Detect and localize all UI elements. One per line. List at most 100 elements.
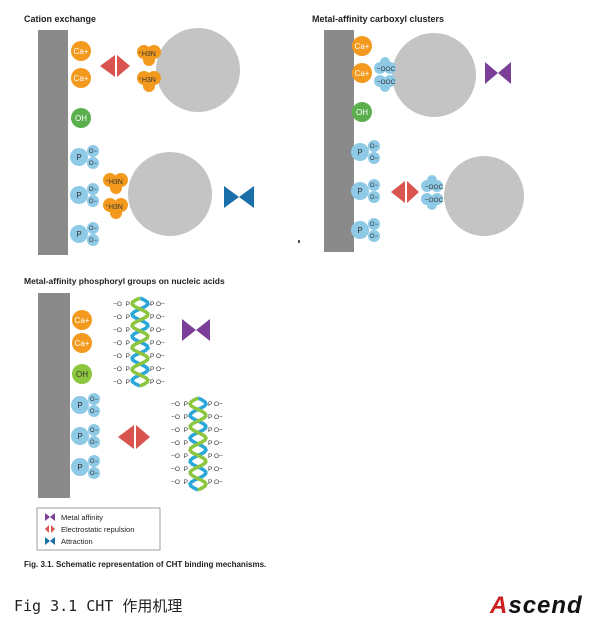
amine-group: ⁺H3N xyxy=(137,45,161,66)
svg-text:O−: O− xyxy=(370,195,379,201)
svg-text:P: P xyxy=(77,463,82,472)
svg-text:OH: OH xyxy=(76,370,88,379)
phosphate-label: −O xyxy=(171,414,180,421)
phosphate-label: P xyxy=(208,427,212,434)
phosphate-label: P xyxy=(184,440,188,447)
svg-text:P: P xyxy=(357,187,362,196)
phosphate-label: −O xyxy=(171,401,180,408)
calcium-site xyxy=(72,310,92,330)
phosphate-label: O− xyxy=(156,314,165,321)
figure-caption: Fig. 3.1. Schematic representation of CH… xyxy=(24,560,266,569)
phosphate-label: P xyxy=(208,401,212,408)
phosphate-label: P xyxy=(150,327,154,334)
hydroxyapatite-surface xyxy=(324,30,354,252)
phosphate-label: P xyxy=(184,479,188,486)
panel-phosphoryl-nucleic: Metal-affinity phosphoryl groups on nucl… xyxy=(24,276,225,498)
svg-text:O−: O− xyxy=(89,226,98,232)
phosphate-label: O− xyxy=(214,401,223,408)
hydroxyapatite-surface xyxy=(38,30,68,255)
phosphate-label: P xyxy=(184,453,188,460)
phosphate-group: P O− O− xyxy=(71,455,100,479)
phosphate-group: P O− O− xyxy=(351,140,380,164)
svg-text:O−: O− xyxy=(89,187,98,193)
phosphate-label: P xyxy=(126,353,130,360)
phosphate-label: P xyxy=(126,366,130,373)
hydroxyl-site xyxy=(71,108,91,128)
phosphate-label: −O xyxy=(171,440,180,447)
carboxyl-group: −OOC xyxy=(374,57,396,74)
phosphate-label: O− xyxy=(214,440,223,447)
phosphate-group: P O− O− xyxy=(351,218,380,242)
attraction-icon xyxy=(45,537,55,545)
phosphate-label: P xyxy=(208,440,212,447)
phosphate-label: −O xyxy=(113,314,122,321)
phosphate-label: −O xyxy=(113,379,122,386)
svg-text:⁺H3N: ⁺H3N xyxy=(138,51,156,58)
phosphate-label: P xyxy=(184,414,188,421)
svg-text:O−: O− xyxy=(90,409,99,415)
phosphate-group: P O− O− xyxy=(71,424,100,448)
phosphate-label: P xyxy=(184,466,188,473)
phosphate-group: P O− O− xyxy=(70,222,99,246)
protein xyxy=(392,33,476,117)
phosphate-label: O− xyxy=(214,427,223,434)
panel-title: Metal-affinity carboxyl clusters xyxy=(312,14,444,24)
phosphate-label: P xyxy=(126,327,130,334)
carboxyl-group: −OOC xyxy=(421,175,444,192)
protein xyxy=(128,152,212,236)
panel-title: Metal-affinity phosphoryl groups on nucl… xyxy=(24,276,225,286)
phosphate-label: P xyxy=(126,314,130,321)
phosphate-label: P xyxy=(126,340,130,347)
phosphate-label: P xyxy=(184,401,188,408)
svg-text:O−: O− xyxy=(90,428,99,434)
phosphate-label: O− xyxy=(156,301,165,308)
svg-text:O−: O− xyxy=(370,156,379,162)
panel-cation-exchange: Cation exchange Ca+ Ca+ OH P O− O− P O− … xyxy=(24,14,254,255)
calcium-site xyxy=(352,63,372,83)
phosphate-label: P xyxy=(150,314,154,321)
electrostatic-repulsion-icon xyxy=(118,425,150,449)
legend-label: Metal affinity xyxy=(61,513,103,522)
phosphate-group: P O− O− xyxy=(70,145,99,169)
svg-text:⁺H3N: ⁺H3N xyxy=(105,179,123,186)
svg-text:O−: O− xyxy=(89,238,98,244)
ascend-logo: Ascend xyxy=(490,592,583,619)
electrostatic-repulsion-icon xyxy=(100,55,130,77)
phosphate-label: P xyxy=(126,379,130,386)
phosphate-label: P xyxy=(150,366,154,373)
svg-text:−OOC: −OOC xyxy=(377,66,396,73)
phosphate-label: O− xyxy=(156,327,165,334)
phosphate-label: P xyxy=(208,479,212,486)
phosphate-group: P O− O− xyxy=(71,393,100,417)
svg-text:O−: O− xyxy=(89,149,98,155)
svg-text:O−: O− xyxy=(89,199,98,205)
amine-group: ⁺H3N xyxy=(103,198,128,219)
svg-text:P: P xyxy=(76,191,81,200)
phosphate-label: O− xyxy=(214,466,223,473)
svg-text:−OOC: −OOC xyxy=(425,197,444,204)
legend-label: Attraction xyxy=(61,537,93,546)
hydroxyl-label: OH xyxy=(75,114,87,123)
phosphate-label: O− xyxy=(214,414,223,421)
electrostatic-repulsion-icon xyxy=(391,181,419,203)
phosphate-label: P xyxy=(150,340,154,347)
phosphate-label: O− xyxy=(214,479,223,486)
calcium-site xyxy=(72,333,92,353)
svg-text:O−: O− xyxy=(89,161,98,167)
phosphate-label: P xyxy=(208,453,212,460)
phosphate-label: O− xyxy=(156,353,165,360)
carboxyl-group: −OOC xyxy=(374,75,396,92)
svg-text:⁺H3N: ⁺H3N xyxy=(138,77,156,84)
phosphate-label: O− xyxy=(214,453,223,460)
svg-text:O−: O− xyxy=(90,440,99,446)
svg-text:OH: OH xyxy=(356,108,368,117)
stray-mark xyxy=(298,240,300,243)
svg-text:P: P xyxy=(76,230,81,239)
amine-group: ⁺H3N xyxy=(103,173,128,194)
svg-text:−OOC: −OOC xyxy=(377,79,396,86)
svg-text:Ca+: Ca+ xyxy=(355,42,370,51)
phosphate-label: P xyxy=(208,414,212,421)
